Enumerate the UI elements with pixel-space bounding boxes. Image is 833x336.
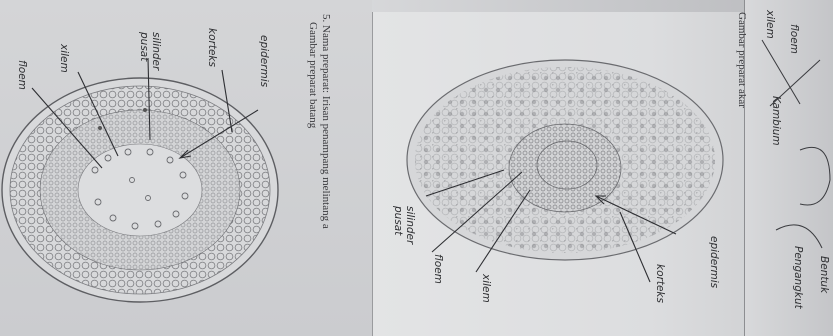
root-section-drawing [407, 60, 723, 260]
edge-label-xilem: xilem [764, 10, 776, 39]
root-label-korteks: korteks [654, 264, 666, 303]
stem-label-silinder-pusat: silinder pusat [138, 32, 162, 92]
edge-label-floem: floem [788, 24, 800, 54]
edge-label-pengangkut: Pengangkut [792, 246, 804, 309]
stem-label-floem: floem [16, 60, 28, 90]
question-number: 5. [320, 14, 332, 22]
stem-caption: Gambar preparat batang [307, 22, 319, 128]
root-label-silinder-pusat: silinder pusat [392, 206, 416, 260]
question-line: 5. Nama preparat: Irisan penampang melin… [320, 14, 332, 229]
root-label-epidermis: epidermis [708, 236, 720, 288]
edge-label-bentuk: Bentuk [818, 256, 830, 293]
stem-label-epidermis: epidermis [258, 35, 270, 87]
root-label-xilem: xilem [480, 274, 492, 303]
root-caption: Gambar preparat akar [736, 12, 748, 108]
stem-section-drawing [2, 78, 278, 302]
edge-label-kambium: Kambium [770, 96, 782, 146]
question-prompt: Nama preparat: Irisan penampang melintan… [320, 25, 332, 229]
root-label-floem: floem [432, 254, 444, 284]
stem-label-xilem: xilem [58, 44, 70, 73]
stem-label-korteks: korteks [206, 28, 218, 67]
